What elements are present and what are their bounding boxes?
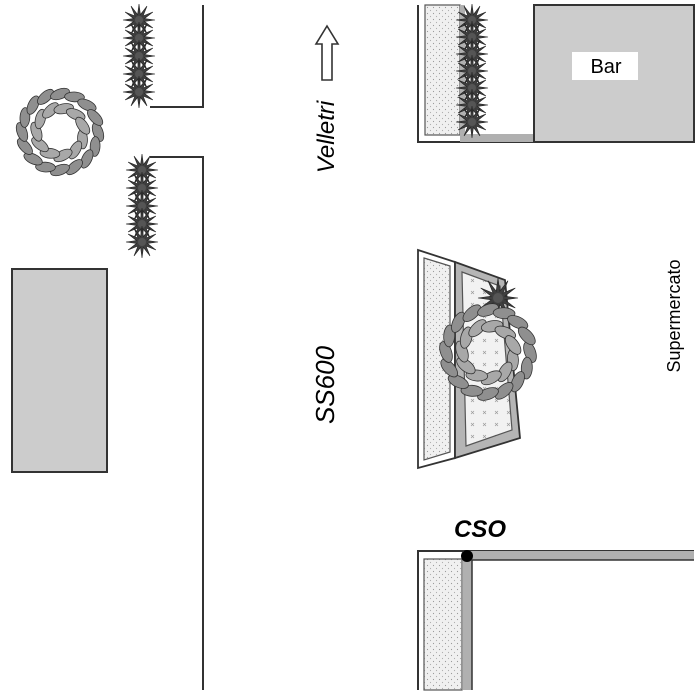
shrub-icon xyxy=(455,105,489,139)
point-label: CSO xyxy=(454,516,506,543)
right-bottom-block xyxy=(417,550,694,691)
left-road-edges xyxy=(150,5,204,690)
shrub-row-left-top xyxy=(122,3,156,109)
tree-icon xyxy=(439,303,537,401)
left-building xyxy=(11,268,108,473)
right-top-block xyxy=(417,4,695,143)
bar-label: Bar xyxy=(590,56,621,78)
shrub-row-right-top xyxy=(455,3,489,139)
shrub-row-left-bottom xyxy=(125,153,159,259)
supermarket-label: Supermercato xyxy=(664,259,684,372)
tree-icon xyxy=(15,87,105,177)
bar-label-box: Bar xyxy=(572,52,638,80)
direction-label: Velletri xyxy=(313,100,340,173)
shrub-icon xyxy=(122,75,156,109)
traffic-island xyxy=(417,248,521,470)
arrow-up-icon xyxy=(314,24,340,81)
road-name-label: SS600 xyxy=(310,345,340,424)
shrub-icon xyxy=(125,225,159,259)
point-marker-icon xyxy=(461,550,473,562)
